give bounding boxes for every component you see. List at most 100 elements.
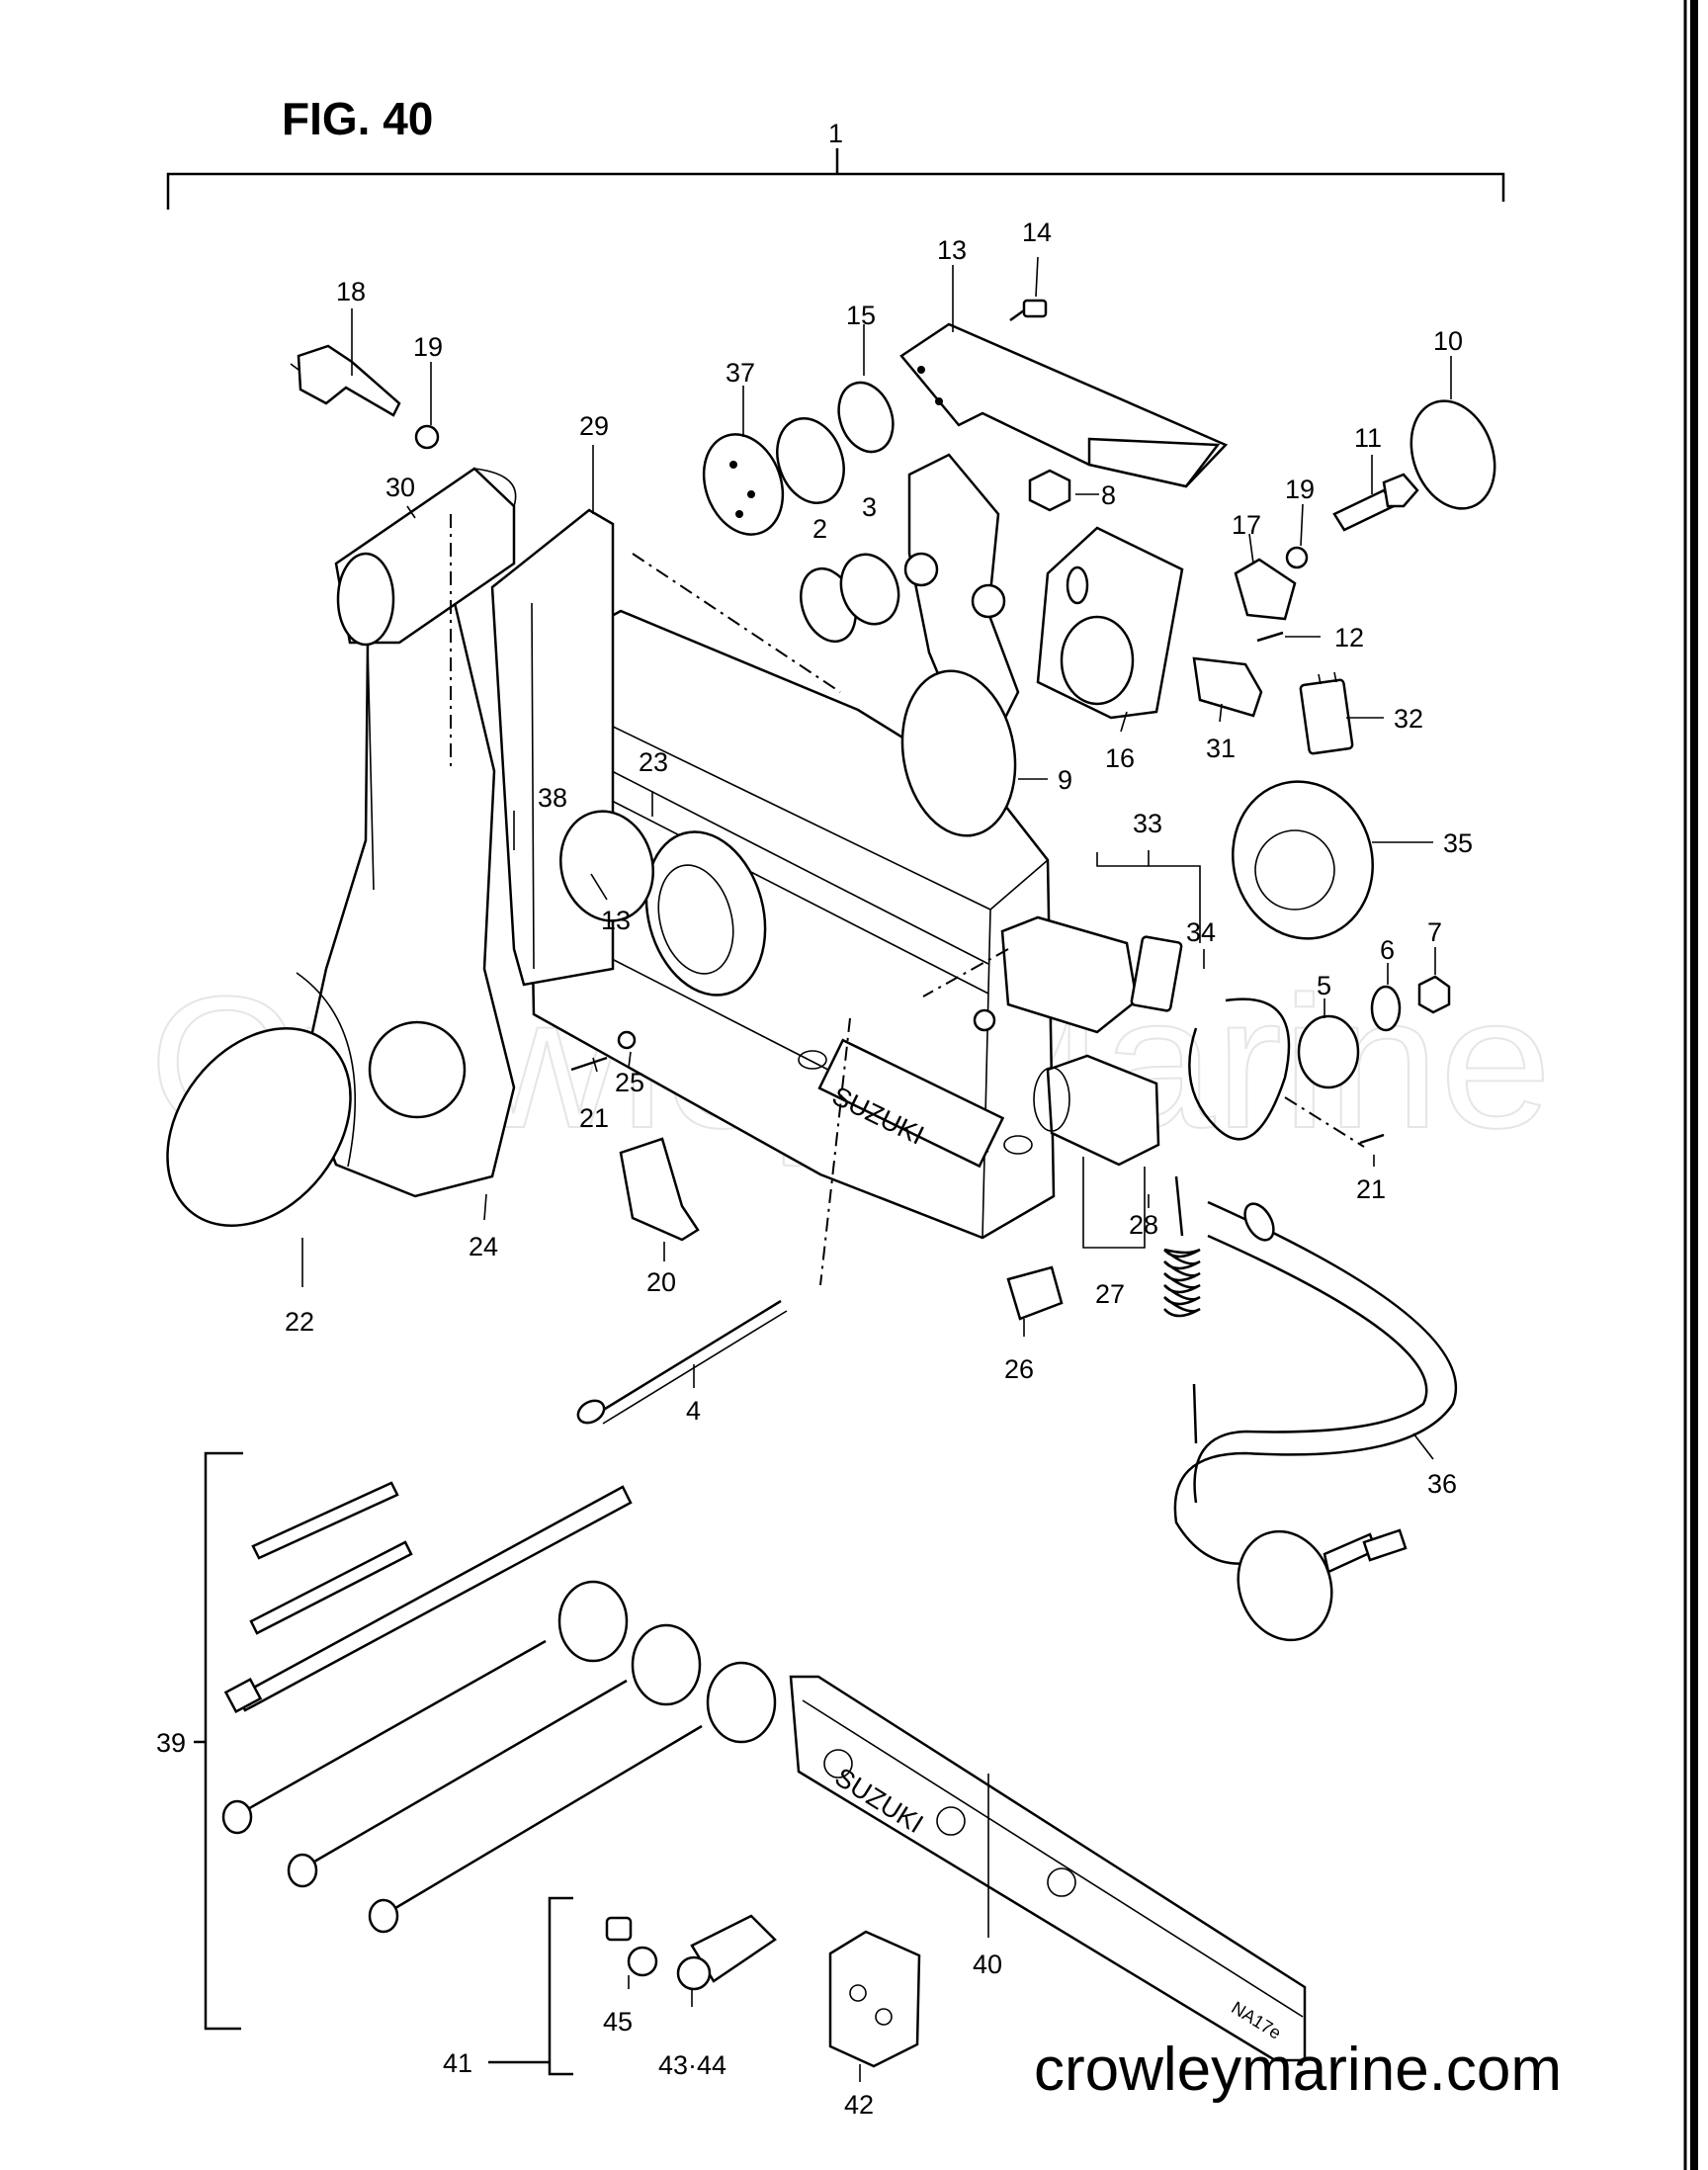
- callout-30: 30: [385, 473, 415, 502]
- leader-lines: [301, 256, 1452, 2082]
- callout-6: 6: [1380, 935, 1395, 965]
- harness-connector: [1000, 915, 1183, 1034]
- callout-16: 16: [1105, 743, 1135, 773]
- bracket-screw: [1009, 299, 1048, 322]
- cable-eye-end: [676, 1914, 777, 1991]
- small-washer: [617, 1030, 637, 1050]
- callout-21-left: 21: [579, 1103, 609, 1133]
- bushing-collar: [839, 553, 900, 626]
- screw-left: [570, 1056, 608, 1072]
- callout-11: 11: [1354, 423, 1382, 453]
- lanyard-loop: [1188, 998, 1291, 1141]
- callout-35: 35: [1443, 828, 1473, 858]
- neutral-lock-plate: [1036, 526, 1184, 720]
- callout-18: 18: [336, 277, 366, 306]
- callout-4: 4: [686, 1396, 701, 1426]
- callout-12: 12: [1334, 623, 1364, 652]
- lever-handle-grip: [334, 467, 517, 647]
- assembly-bracket-top: [166, 148, 1505, 210]
- callout-28: 28: [1129, 1210, 1158, 1240]
- callout-9: 9: [1058, 765, 1072, 795]
- callout-20: 20: [646, 1267, 676, 1297]
- callout-2: 2: [812, 514, 827, 544]
- warning-buzzer: [1232, 780, 1374, 940]
- callout-22: 22: [285, 1307, 314, 1337]
- callout-34: 34: [1186, 917, 1216, 947]
- figure-title: FIG. 40: [282, 93, 433, 144]
- switch-clip: [1192, 656, 1263, 718]
- callout-3: 3: [862, 492, 877, 522]
- callout-13-lower: 13: [601, 906, 631, 935]
- page-edge: [1683, 0, 1698, 2170]
- sub-kit-bracket: [488, 1896, 573, 2076]
- small-clip-left: [414, 424, 440, 450]
- large-washer: [900, 669, 1017, 837]
- callout-31: 31: [1206, 734, 1236, 763]
- callout-36: 36: [1427, 1469, 1457, 1499]
- callout-7: 7: [1427, 917, 1442, 947]
- cable-ties: [223, 1481, 633, 1713]
- callout-19-right: 19: [1285, 475, 1315, 504]
- callout-38: 38: [538, 783, 567, 813]
- callout-labels: 1 2 3 4 5 6 7 8 9 10 11 12 13 13 14 15 1…: [156, 119, 1473, 2120]
- small-clip-right: [1285, 546, 1309, 569]
- callout-29: 29: [579, 411, 609, 441]
- callout-45: 45: [603, 2007, 633, 2037]
- callout-14: 14: [1022, 217, 1052, 247]
- callout-32: 32: [1394, 704, 1423, 734]
- wire-bracket: [619, 1137, 700, 1242]
- callout-37: 37: [726, 358, 755, 388]
- lever-hub-cover: [166, 972, 357, 1227]
- box-washer: [973, 1008, 996, 1032]
- long-bolt: [576, 1299, 788, 1425]
- callout-40: 40: [973, 1950, 1002, 1979]
- hex-nut-small: [1028, 469, 1071, 512]
- friction-disk: [644, 830, 767, 997]
- control-lever-arm: [300, 601, 516, 1198]
- callout-42: 42: [844, 2090, 874, 2120]
- rubber-grommet: [1297, 1014, 1360, 1089]
- callout-1: 1: [828, 119, 843, 148]
- lock-block: [1234, 558, 1297, 621]
- seal-ring: [837, 381, 895, 454]
- cam-disk: [559, 810, 654, 922]
- cord-clip: [1006, 1265, 1064, 1321]
- small-screw: [1256, 631, 1284, 643]
- callout-5: 5: [1317, 971, 1331, 1000]
- flat-washer: [1370, 985, 1402, 1032]
- callout-26: 26: [1004, 1354, 1034, 1384]
- bushing-plate: [702, 433, 785, 536]
- callout-25: 25: [615, 1068, 644, 1097]
- assembly-centerlines: [450, 514, 1365, 1286]
- screw-right: [1359, 1133, 1385, 1145]
- retaining-ring: [1409, 399, 1496, 510]
- rubber-spacers: [557, 1580, 777, 1744]
- callout-41: 41: [443, 2048, 472, 2078]
- coiled-lanyard: [1163, 1175, 1201, 1444]
- callout-33: 33: [1133, 809, 1162, 838]
- callout-10: 10: [1433, 326, 1463, 356]
- stop-switch: [1033, 1054, 1160, 1167]
- callout-24: 24: [469, 1232, 498, 1261]
- knob-screw: [290, 344, 401, 417]
- callout-23: 23: [639, 747, 668, 777]
- hex-nut: [1417, 975, 1451, 1014]
- hex-bolt: [1332, 473, 1419, 532]
- callout-21-right: 21: [1356, 1174, 1386, 1204]
- site-footer-text: crowleymarine.com: [1034, 2036, 1562, 2104]
- detent-bracket-arm: [899, 322, 1229, 488]
- kit-long-bolts: [221, 1639, 703, 1934]
- ball-joint-bolt: [605, 1916, 658, 1977]
- neutral-switch: [1299, 671, 1354, 755]
- key-switch-cable: [1173, 1200, 1458, 1642]
- callout-43-44: 43·44: [658, 2050, 726, 2080]
- callout-17: 17: [1232, 510, 1261, 540]
- callout-39: 39: [156, 1728, 186, 1758]
- callout-15: 15: [846, 301, 876, 330]
- callout-13-top: 13: [937, 235, 967, 265]
- mounting-kit-bracket: [194, 1451, 243, 2031]
- callout-8: 8: [1101, 480, 1116, 510]
- callout-27: 27: [1095, 1279, 1125, 1309]
- callout-19-left: 19: [413, 332, 443, 362]
